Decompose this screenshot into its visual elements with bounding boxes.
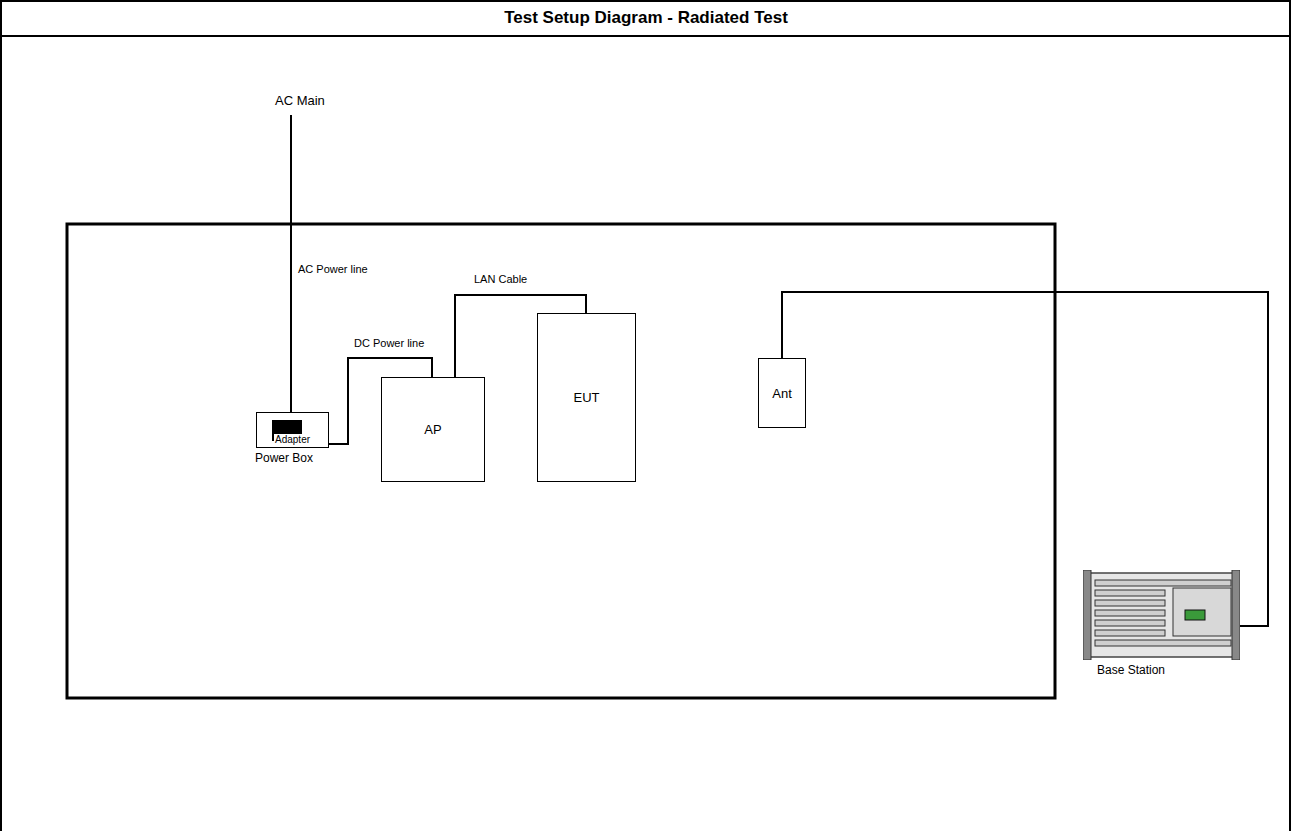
node-heading: Base Station [1097, 663, 1165, 677]
base-station-equipment: Base Station [1083, 570, 1240, 660]
adapter-label: Adapter [274, 434, 311, 445]
node-heading: Power Box [255, 451, 313, 465]
antenna-box: Ant [758, 358, 806, 428]
eut-box: EUT [537, 313, 636, 482]
power-source-label: AC Main [273, 93, 327, 108]
ac-power-wire [290, 115, 292, 413]
cable-label: DC Power line [352, 337, 426, 349]
wire-label: AC Power line [296, 263, 370, 275]
node-label: AP [424, 422, 441, 437]
power-box: AdapterPower Box [256, 412, 329, 448]
node-label: Ant [772, 386, 792, 401]
rack-illustration [1083, 570, 1240, 660]
access-point-box: AP [381, 377, 485, 482]
header-rule [1, 35, 1290, 37]
node-label: EUT [574, 390, 600, 405]
chamber-outline [67, 224, 1055, 698]
diagram-title: Test Setup Diagram - Radiated Test [0, 0, 1292, 36]
cable-label: LAN Cable [472, 273, 529, 285]
